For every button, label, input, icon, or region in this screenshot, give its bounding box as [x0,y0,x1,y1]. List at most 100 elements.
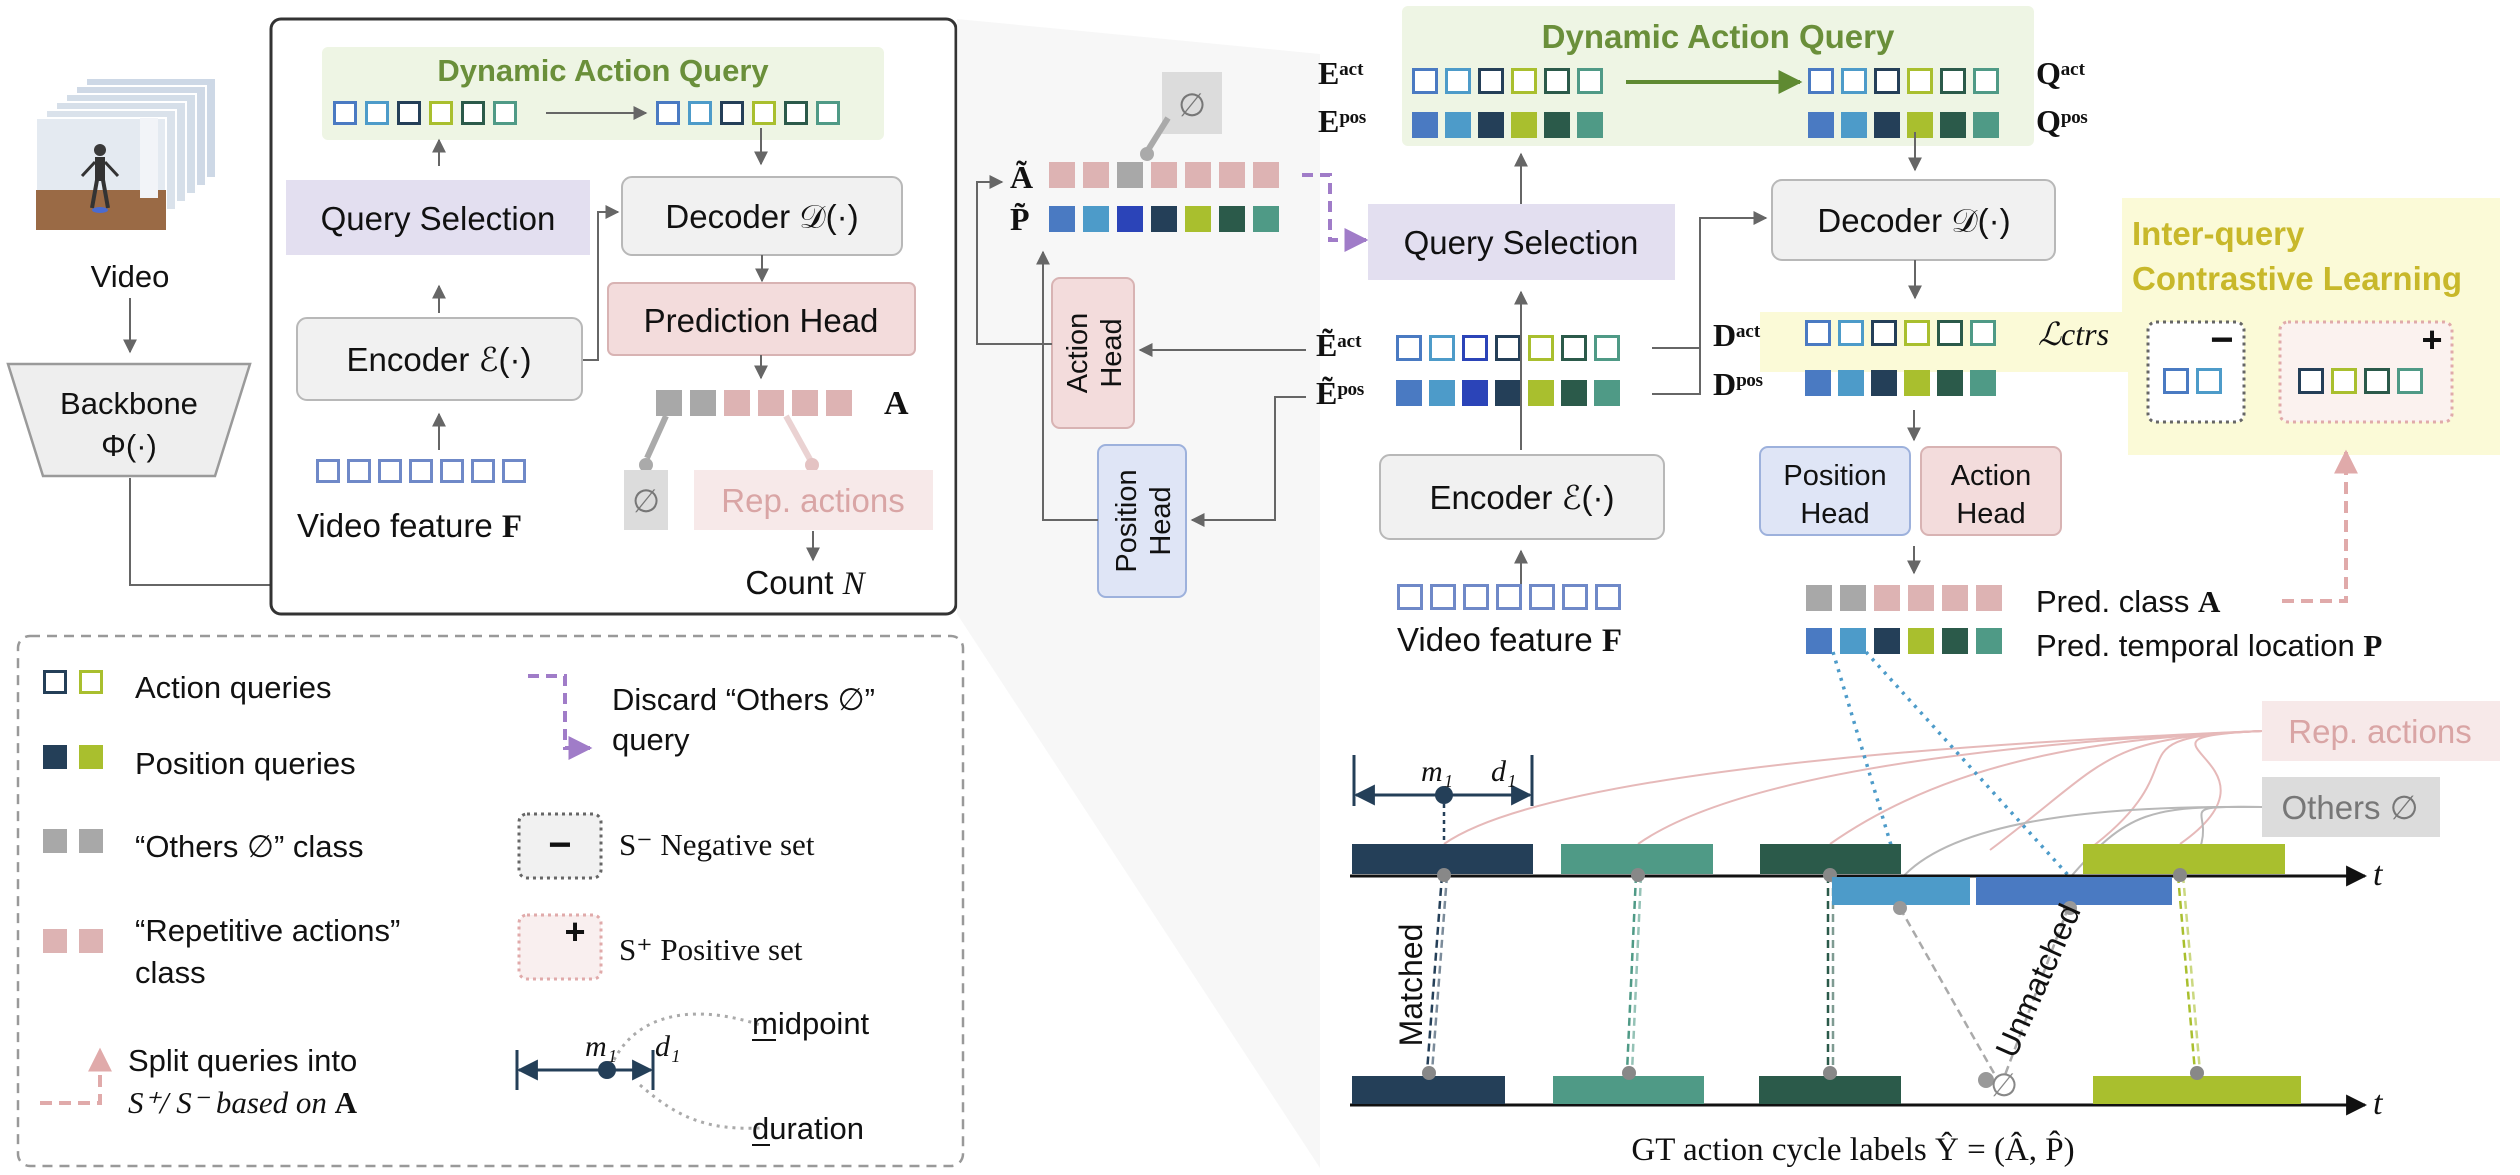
match-link [1425,874,1444,1073]
feature-square [1595,584,1621,610]
timeline-t-top: t [2373,856,2384,893]
action-query-square [365,101,389,125]
p-tilde-square [1083,206,1109,232]
overview-empty-set-label: ∅ [632,483,660,519]
output-square [792,390,818,416]
timeline-others-tag [2262,777,2440,837]
timeline-empty-set: ∅ [1990,1067,2018,1103]
timeline-rep-actions-label: Rep. actions [2288,713,2471,750]
match-link [2181,874,2202,1073]
overview-dynamic-query-title: Dynamic Action Query [437,53,769,88]
output-square [656,390,682,416]
legend-split-arrow [40,1047,112,1105]
detail-q-pos: Qᵖᵒˢ [2036,103,2087,139]
d-pos-square [1904,370,1930,396]
overview-rep-actions-tag [694,470,933,530]
contrastive-queries [2163,368,2423,394]
e-tilde-pos-square [1561,380,1587,406]
legend-panel [16,634,965,1168]
e-pos-square [1544,112,1570,138]
legend-others-class: “Others ∅” class [135,829,364,864]
p-tilde-square [1151,206,1177,232]
e-tilde-act-square [1429,335,1455,361]
output-square [826,390,852,416]
action-query-square [461,101,485,125]
pred-class-square [1806,585,1832,611]
q-pos-square [1841,112,1867,138]
e-pos-square [1577,112,1603,138]
q-pos-square [1907,112,1933,138]
timeline-others-label: Others ∅ [2282,789,2419,826]
legend-duration: duration [752,1111,864,1146]
detail-out-action-head-line2: Head [1956,498,2025,530]
output-square [758,390,784,416]
detail-out-action-head-line1: Action [1951,460,2032,492]
d-pos-square [1970,370,1996,396]
detail-encoder [1379,454,1665,540]
pred-node [1893,901,1907,915]
pred-class-square [1942,585,1968,611]
pred-class-square [1976,585,2002,611]
detail-a-tilde: Ã [1010,159,1033,195]
action-query-square [752,101,776,125]
p-tilde-square [1219,206,1245,232]
overview-video-feature-label: Video feature F [297,507,522,545]
legend-repetitive-line1: “Repetitive actions” [135,913,400,948]
contrastive-title-line1: Inter-query [2132,215,2305,252]
detail-query-rows-right [1808,68,1999,138]
detail-pred-rows [1806,585,2002,654]
feature-square [316,459,340,483]
detail-out-action-head [1920,446,2062,536]
e-tilde-act-square [1396,335,1422,361]
detail-query-selection [1368,204,1675,280]
detail-query-panel [1402,6,2034,146]
gt-bottom-bar [1759,1076,1901,1104]
detail-d-pos: Dᵖᵒˢ [1713,366,1763,402]
detail-query-selection-label: Query Selection [1404,224,1639,261]
pred-location-square [1874,628,1900,654]
legend-action-query-swatch [79,670,103,694]
overview-empty-set-tag [624,470,668,530]
e-tilde-act-square [1528,335,1554,361]
legend-split-line2: S⁺/ S⁻ based on A [128,1085,358,1120]
detail-out-position-head-line2: Head [1800,498,1869,530]
match-link [1630,874,1643,1073]
a-tilde-square [1049,162,1075,188]
pred-node [2063,901,2077,915]
d-pos-square [1838,370,1864,396]
timeline-connections [1443,650,2263,881]
timeline-t-bottom: t [2373,1085,2384,1122]
pred-class-square [1908,585,1934,611]
q-pos-square [1940,112,1966,138]
e-tilde-pos-square [1429,380,1455,406]
legend-discard-line1: Discard “Others ∅” [612,682,875,717]
unmatched-link [1898,907,1997,1076]
legend-positive-box [517,913,603,981]
d-act-square [1904,320,1930,346]
pred-location-square [1942,628,1968,654]
overview-output-symbol: A [884,385,909,422]
q-act-square [1841,68,1867,94]
detail-e-pos: Eᵖᵒˢ [1318,103,1366,139]
d-act-square [1838,320,1864,346]
d-act-square [1970,320,1996,346]
e-act-square [1544,68,1570,94]
legend-positive-label: S⁺ Positive set [619,932,803,967]
pred-bar [1832,877,1970,905]
q-act-square [1973,68,1999,94]
action-query-square [397,101,421,125]
legend-positive-sign: + [564,911,585,952]
legend-position-query-swatch [43,745,67,769]
e-tilde-pos-square [1528,380,1554,406]
feature-square [471,459,495,483]
timeline-bars [1352,844,2301,1104]
feature-square [409,459,433,483]
unmatched-link [2003,907,2070,1076]
e-pos-square [1412,112,1438,138]
d-act-square [1805,320,1831,346]
overview-query-row-left [333,101,517,125]
legend-repetitive-swatch [43,929,67,953]
overview-query-selection-label: Query Selection [321,200,556,237]
feature-square [1496,584,1522,610]
e-act-square [1511,68,1537,94]
